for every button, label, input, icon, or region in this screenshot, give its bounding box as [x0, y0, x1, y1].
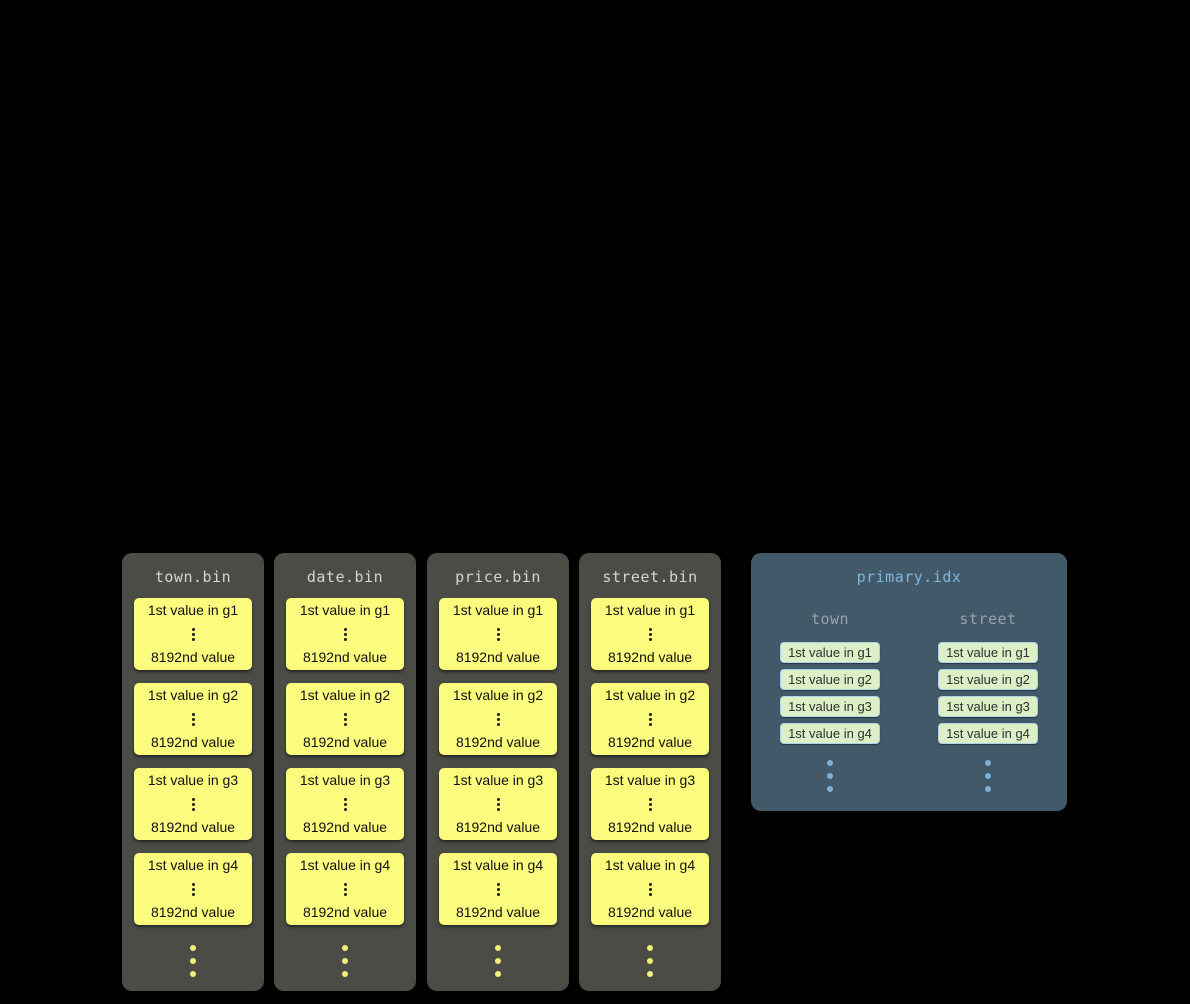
index-entry: 1st value in g2: [780, 669, 880, 690]
granule-ellipsis-icon: [191, 626, 195, 643]
bin-file-title: date.bin: [306, 568, 384, 586]
bin-file-card-date: date.bin 1st value in g1 8192nd value 1s…: [274, 553, 416, 991]
granule-ellipsis-icon: [191, 796, 195, 813]
granule-first-value: 1st value in g2: [604, 687, 696, 703]
index-entry: 1st value in g2: [938, 669, 1038, 690]
granule-block: 1st value in g1 8192nd value: [439, 598, 557, 670]
granule-last-value: 8192nd value: [150, 734, 236, 750]
more-granules-ellipsis-icon: [274, 938, 416, 977]
granule-first-value: 1st value in g4: [452, 857, 544, 873]
index-column-town: town 1st value in g1 1st value in g2 1st…: [751, 610, 909, 792]
granule-first-value: 1st value in g4: [299, 857, 391, 873]
granule-last-value: 8192nd value: [302, 734, 388, 750]
bin-file-card-price: price.bin 1st value in g1 8192nd value 1…: [427, 553, 569, 991]
bin-file-title: street.bin: [602, 568, 698, 586]
granule-ellipsis-icon: [648, 881, 652, 898]
index-entry: 1st value in g3: [938, 696, 1038, 717]
granule-block: 1st value in g1 8192nd value: [591, 598, 709, 670]
index-entry: 1st value in g3: [780, 696, 880, 717]
granule-last-value: 8192nd value: [607, 819, 693, 835]
bin-file-title: price.bin: [455, 568, 541, 586]
index-entry: 1st value in g1: [780, 642, 880, 663]
granule-block: 1st value in g2 8192nd value: [591, 683, 709, 755]
granule-block: 1st value in g4 8192nd value: [134, 853, 252, 925]
granule-ellipsis-icon: [496, 796, 500, 813]
primary-index-columns: town 1st value in g1 1st value in g2 1st…: [751, 610, 1067, 792]
bin-file-card-town: town.bin 1st value in g1 8192nd value 1s…: [122, 553, 264, 991]
granule-blocks: 1st value in g1 8192nd value 1st value i…: [274, 598, 416, 925]
granule-first-value: 1st value in g2: [147, 687, 239, 703]
granule-blocks: 1st value in g1 8192nd value 1st value i…: [579, 598, 721, 925]
granule-first-value: 1st value in g3: [147, 772, 239, 788]
index-column-label: town: [810, 610, 850, 628]
granule-last-value: 8192nd value: [455, 734, 541, 750]
granule-last-value: 8192nd value: [455, 819, 541, 835]
granule-block: 1st value in g1 8192nd value: [134, 598, 252, 670]
granule-blocks: 1st value in g1 8192nd value 1st value i…: [122, 598, 264, 925]
granule-first-value: 1st value in g4: [147, 857, 239, 873]
bin-file-card-street: street.bin 1st value in g1 8192nd value …: [579, 553, 721, 991]
granule-first-value: 1st value in g1: [147, 602, 239, 618]
granule-first-value: 1st value in g2: [452, 687, 544, 703]
granule-last-value: 8192nd value: [607, 649, 693, 665]
granule-last-value: 8192nd value: [150, 819, 236, 835]
granule-block: 1st value in g3 8192nd value: [591, 768, 709, 840]
index-entry: 1st value in g4: [780, 723, 880, 744]
granule-ellipsis-icon: [496, 626, 500, 643]
more-granules-ellipsis-icon: [122, 938, 264, 977]
granule-ellipsis-icon: [343, 881, 347, 898]
granule-block: 1st value in g3 8192nd value: [439, 768, 557, 840]
granule-ellipsis-icon: [343, 626, 347, 643]
index-entry: 1st value in g1: [938, 642, 1038, 663]
granule-block: 1st value in g3 8192nd value: [286, 768, 404, 840]
more-entries-ellipsis-icon: [751, 750, 909, 792]
granule-first-value: 1st value in g1: [299, 602, 391, 618]
granule-first-value: 1st value in g2: [299, 687, 391, 703]
granule-last-value: 8192nd value: [455, 649, 541, 665]
granule-block: 1st value in g1 8192nd value: [286, 598, 404, 670]
granule-ellipsis-icon: [648, 796, 652, 813]
more-granules-ellipsis-icon: [579, 938, 721, 977]
granule-ellipsis-icon: [496, 881, 500, 898]
granule-ellipsis-icon: [648, 626, 652, 643]
granule-ellipsis-icon: [343, 796, 347, 813]
granule-last-value: 8192nd value: [150, 904, 236, 920]
granule-last-value: 8192nd value: [607, 734, 693, 750]
granule-ellipsis-icon: [191, 881, 195, 898]
more-entries-ellipsis-icon: [909, 750, 1067, 792]
index-column-label: street: [959, 610, 1017, 628]
granule-last-value: 8192nd value: [150, 649, 236, 665]
granule-last-value: 8192nd value: [302, 819, 388, 835]
granule-block: 1st value in g2 8192nd value: [134, 683, 252, 755]
granule-ellipsis-icon: [496, 711, 500, 728]
granule-block: 1st value in g3 8192nd value: [134, 768, 252, 840]
granule-block: 1st value in g4 8192nd value: [591, 853, 709, 925]
granule-first-value: 1st value in g1: [452, 602, 544, 618]
index-column-street: street 1st value in g1 1st value in g2 1…: [909, 610, 1067, 792]
granule-block: 1st value in g4 8192nd value: [286, 853, 404, 925]
granule-first-value: 1st value in g1: [604, 602, 696, 618]
bin-file-title: town.bin: [154, 568, 232, 586]
granule-first-value: 1st value in g4: [604, 857, 696, 873]
granule-block: 1st value in g4 8192nd value: [439, 853, 557, 925]
granule-blocks: 1st value in g1 8192nd value 1st value i…: [427, 598, 569, 925]
granule-last-value: 8192nd value: [302, 649, 388, 665]
granule-block: 1st value in g2 8192nd value: [286, 683, 404, 755]
granule-last-value: 8192nd value: [302, 904, 388, 920]
primary-index-title: primary.idx: [856, 568, 962, 586]
granule-first-value: 1st value in g3: [299, 772, 391, 788]
index-entry: 1st value in g4: [938, 723, 1038, 744]
granule-ellipsis-icon: [191, 711, 195, 728]
granule-ellipsis-icon: [648, 711, 652, 728]
granule-last-value: 8192nd value: [607, 904, 693, 920]
granule-first-value: 1st value in g3: [604, 772, 696, 788]
granule-last-value: 8192nd value: [455, 904, 541, 920]
more-granules-ellipsis-icon: [427, 938, 569, 977]
primary-index-card: primary.idx town 1st value in g1 1st val…: [751, 553, 1067, 811]
granule-block: 1st value in g2 8192nd value: [439, 683, 557, 755]
granule-first-value: 1st value in g3: [452, 772, 544, 788]
granule-ellipsis-icon: [343, 711, 347, 728]
